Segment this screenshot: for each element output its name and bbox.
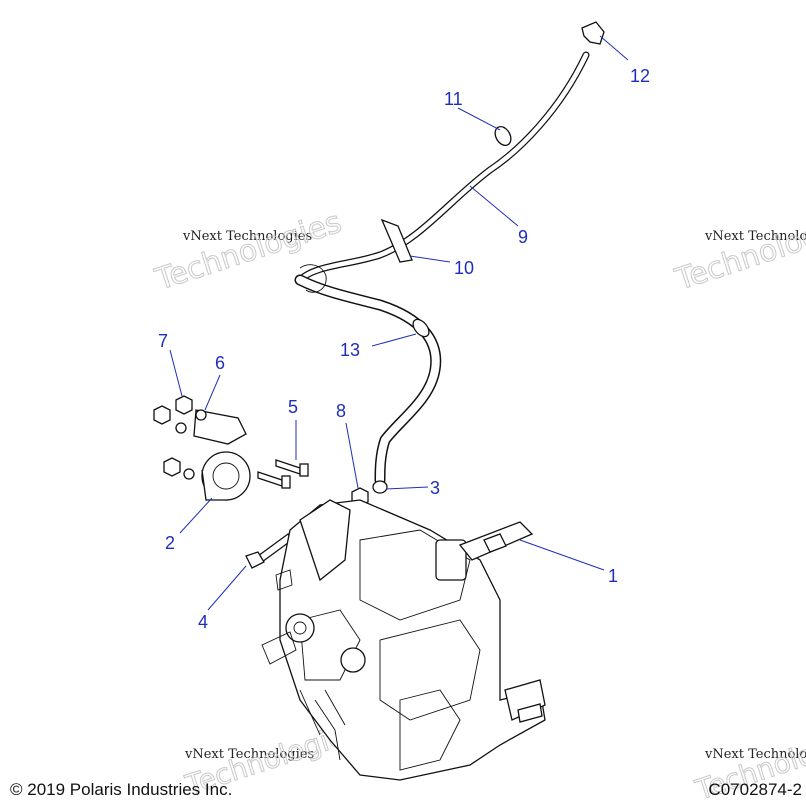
leader-13 xyxy=(371,333,417,347)
leader-6 xyxy=(204,374,221,411)
callout-10: 10 xyxy=(454,258,474,278)
watermark-top-right: vNext Technologies Technologies xyxy=(670,204,806,298)
callout-6: 6 xyxy=(215,353,225,373)
leader-10 xyxy=(409,255,451,263)
leader-8 xyxy=(345,422,359,489)
leader-2 xyxy=(179,497,213,534)
vent-hose xyxy=(294,51,590,486)
hose-clip-12 xyxy=(581,21,605,45)
callout-8: 8 xyxy=(336,401,346,421)
callout-labels: 1 2 3 4 5 6 7 8 9 10 11 12 13 xyxy=(158,66,650,632)
hose-bracket-10 xyxy=(299,218,413,293)
callout-7: 7 xyxy=(158,331,168,351)
callout-13: 13 xyxy=(340,340,360,360)
leader-1 xyxy=(519,539,605,571)
watermark-text: vNext Technologies xyxy=(704,747,806,762)
watermark-text: vNext Technologies xyxy=(184,747,314,762)
leader-4 xyxy=(207,565,247,611)
copyright-notice: © 2019 Polaris Industries Inc. xyxy=(10,780,233,799)
drawing-code: C0702874-2 xyxy=(708,780,802,799)
watermark-text: Technologies xyxy=(671,205,806,298)
leader-11 xyxy=(457,107,501,131)
leader-3 xyxy=(385,486,429,490)
engine-mount-2 xyxy=(193,409,251,501)
leader-12 xyxy=(599,35,629,61)
callout-5: 5 xyxy=(288,397,298,417)
hose-clip-3 xyxy=(372,480,388,494)
watermark-text: vNext Technologies xyxy=(182,229,312,244)
callout-11: 11 xyxy=(444,89,463,109)
callout-3: 3 xyxy=(430,478,440,498)
callout-9: 9 xyxy=(518,227,528,247)
nut-7 xyxy=(153,395,193,477)
callout-2: 2 xyxy=(165,533,175,553)
callout-1: 1 xyxy=(608,566,618,586)
hose-clamp-11 xyxy=(494,126,512,146)
transmission-housing xyxy=(261,499,546,781)
washer-6 xyxy=(175,409,207,480)
bolt-5 xyxy=(257,459,309,489)
bolt-4 xyxy=(245,533,293,569)
watermark-text: vNext Technologies xyxy=(704,229,806,244)
leader-7 xyxy=(169,349,183,397)
leader-lines xyxy=(169,35,629,611)
callout-4: 4 xyxy=(198,612,208,632)
leader-9 xyxy=(469,185,519,227)
hose-clamp-13 xyxy=(412,318,430,338)
callout-12: 12 xyxy=(630,66,650,86)
